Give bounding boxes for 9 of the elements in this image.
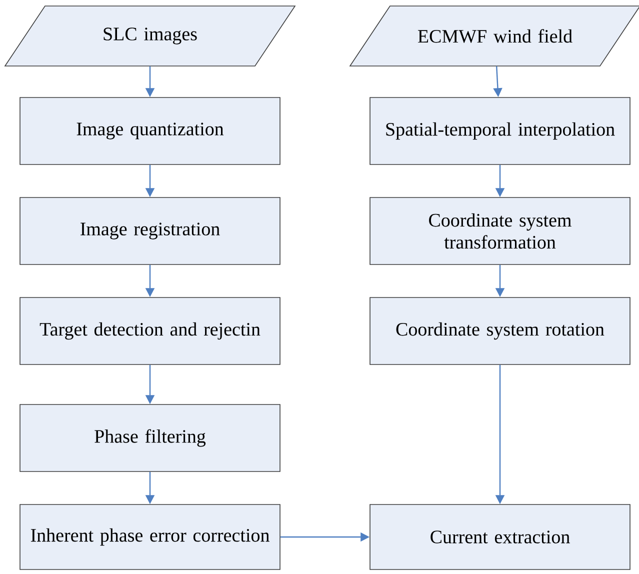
process-box: Spatial-temporal interpolation: [370, 97, 630, 165]
process-box: Target detection and rejectin: [20, 297, 280, 365]
process-box: Coordinate system rotation: [370, 297, 630, 365]
process-box: Image quantization: [20, 97, 280, 165]
process-box: Image registration: [20, 197, 280, 265]
process-box: Inherent phase error correction: [20, 504, 280, 570]
process-box: Phase filtering: [20, 404, 280, 472]
process-box: Coordinate system transformation: [370, 197, 630, 265]
process-box: Current extraction: [370, 504, 630, 570]
